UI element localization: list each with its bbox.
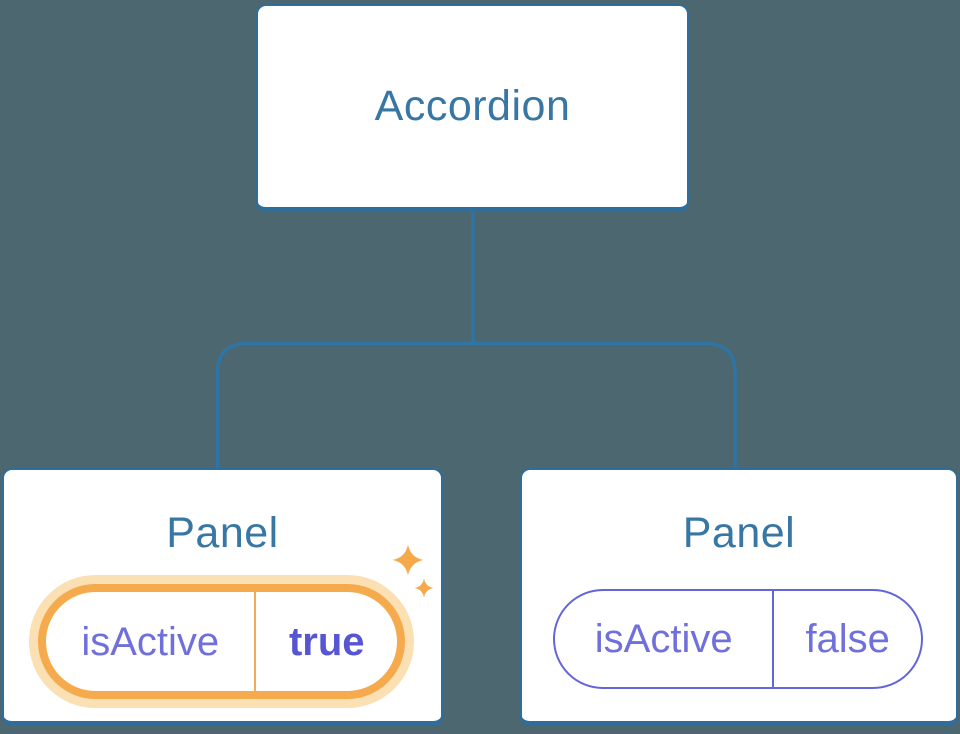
panel-node-active-label: Panel [166, 509, 279, 557]
accordion-node-label: Accordion [374, 82, 571, 130]
state-prop-value: true [288, 619, 365, 664]
state-prop-value: false [805, 617, 890, 661]
accordion-node: Accordion [256, 4, 689, 212]
state-prop-name: isActive [555, 591, 775, 687]
state-pill-active: isActive true [38, 584, 405, 699]
panel-node-inactive-label: Panel [682, 509, 796, 557]
connector-branch [215, 341, 737, 470]
state-pill-inactive: isActive false [553, 589, 923, 689]
panel-node-active: Panel isActive true [2, 468, 443, 726]
state-prop-name: isActive [46, 592, 257, 691]
panel-node-inactive: Panel isActive false [520, 468, 958, 726]
